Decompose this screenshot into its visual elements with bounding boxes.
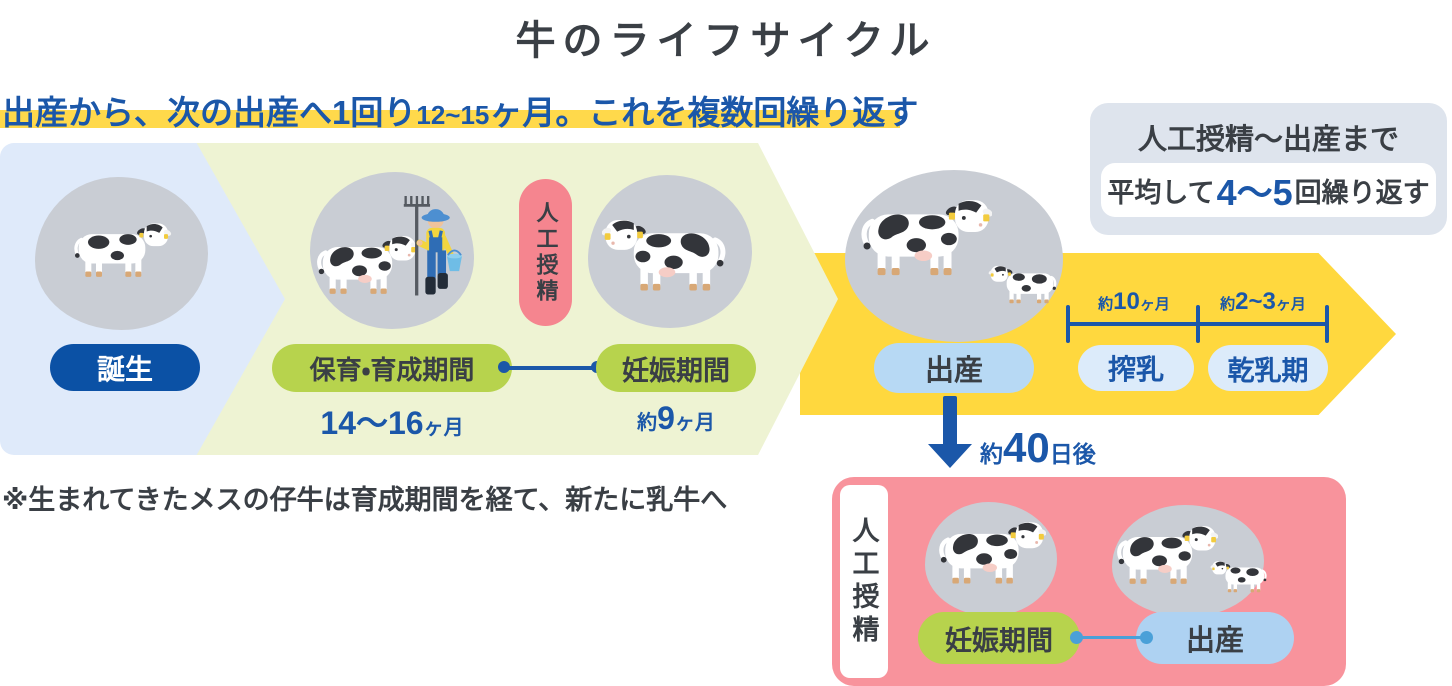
after-calving-label: 約 40 日後 (980, 424, 1096, 472)
subtitle: 出産から、次の出産へ1回り12~15ヶ月。これを複数回繰り返す (2, 86, 918, 134)
cow-icon (860, 195, 992, 283)
pregnancy-duration: 約 9 ヶ月 (596, 400, 756, 437)
cycle-connector-dot (1070, 631, 1083, 644)
after-calving-number: 40 (1003, 424, 1050, 471)
after-calving-suffix: 日後 (1049, 441, 1096, 467)
down-arrow-icon (928, 444, 972, 468)
calf-cow-icon (72, 218, 172, 285)
pregnancy-duration-prefix: 約 (637, 412, 658, 434)
insemination-pill: 人工授精 (519, 179, 572, 326)
flow-connector-dot (498, 361, 510, 373)
ruler-tick (1325, 305, 1329, 343)
info-body-prefix: 平均して (1107, 177, 1215, 208)
info-box-body: 平均して 4～5 回繰り返す (1101, 163, 1436, 217)
calf-icon (988, 262, 1058, 309)
dry-duration-unit: ヶ月 (1275, 296, 1306, 313)
dry-duration-prefix: 約 (1220, 296, 1236, 313)
cow-icon (602, 215, 727, 298)
info-body-suffix: 回繰り返す (1294, 177, 1430, 208)
milking-duration-prefix: 約 (1098, 296, 1114, 313)
milking-duration: 約 10 ヶ月 (1072, 288, 1196, 316)
subtitle-part3: ヶ月。これを複数回繰り返す (489, 94, 919, 131)
dry-duration-number: 2~3 (1235, 288, 1276, 315)
calf-icon (1210, 558, 1268, 597)
pregnancy-duration-number: 9 (657, 400, 675, 436)
cycle-connector-line (1080, 636, 1146, 639)
birth-pill: 誕生 (50, 344, 200, 391)
footnote: ※生まれてきたメスの仔牛は育成期間を経て、新たに乳牛へ (2, 485, 728, 515)
rearing-duration-number: 14～16 (320, 405, 424, 441)
page-title: 牛のライフサイクル (515, 19, 937, 63)
ruler-tick (1196, 305, 1200, 343)
cycle-pregnancy-pill: 妊娠期間 (918, 612, 1080, 664)
after-calving-prefix: 約 (980, 441, 1003, 467)
cycle-connector-dot (1140, 631, 1153, 644)
flow-connector-line (504, 366, 598, 370)
rearing-duration: 14～16 ヶ月 (277, 398, 507, 444)
milking-pill: 搾乳 (1078, 345, 1194, 391)
subtitle-highlight-bar (0, 110, 900, 128)
rearing-duration-unit: ヶ月 (423, 417, 464, 439)
info-box: 人工授精～出産まで 平均して 4～5 回繰り返す (1090, 103, 1447, 235)
subtitle-part1: 出産から、次の出産へ1回り (2, 94, 417, 131)
cow-icon (1116, 522, 1218, 590)
farmer-icon (398, 196, 464, 318)
rearing-pill: 保育・育成期間 (272, 344, 512, 392)
cycle-calving-pill: 出産 (1136, 612, 1294, 664)
ruler-tick (1066, 305, 1070, 343)
milking-duration-unit: ヶ月 (1139, 296, 1170, 313)
info-box-title: 人工授精～出産まで (1137, 124, 1399, 156)
milking-duration-number: 10 (1113, 288, 1140, 315)
dry-period-pill: 乾乳期 (1208, 345, 1328, 391)
info-body-number: 4～5 (1216, 172, 1293, 213)
cycle-side-label: 人工授精 (840, 485, 888, 678)
pregnancy-duration-unit: ヶ月 (674, 412, 715, 434)
subtitle-part2: 12~15 (416, 100, 490, 130)
dry-duration: 約 2~3 ヶ月 (1200, 288, 1326, 316)
down-arrow-icon (943, 396, 957, 446)
pregnancy-pill: 妊娠期間 (596, 344, 756, 392)
calving-pill: 出産 (874, 343, 1034, 393)
cow-icon (938, 518, 1046, 590)
